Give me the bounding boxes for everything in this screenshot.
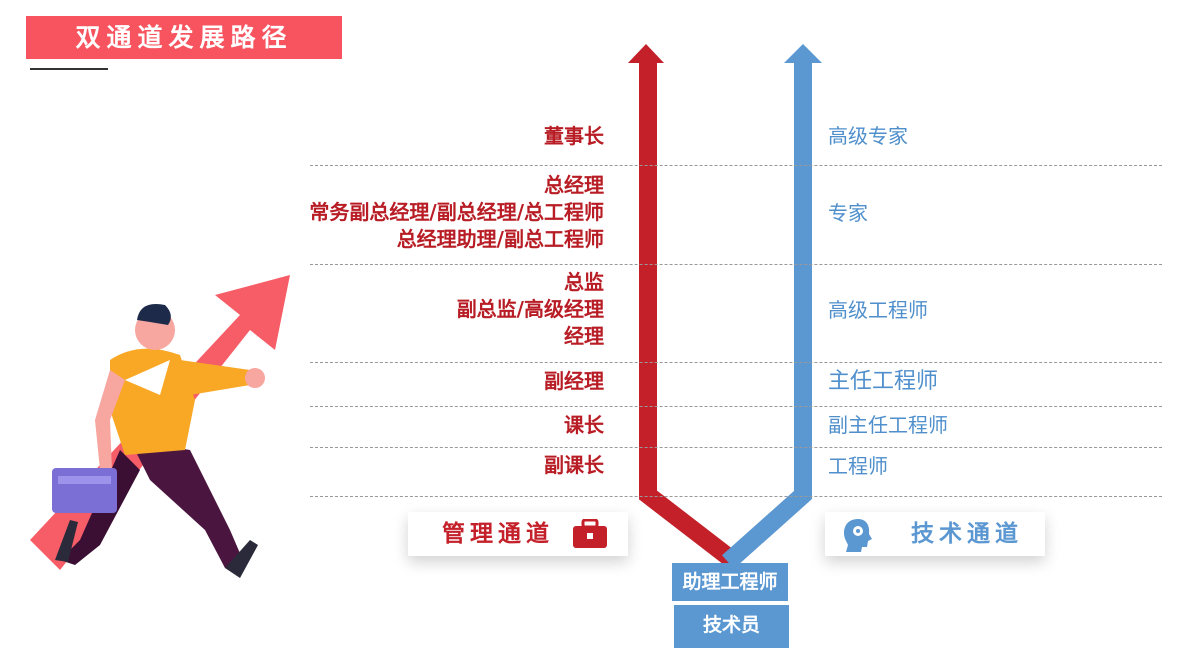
- mgmt-level: 副总监/高级经理: [456, 297, 604, 321]
- mgmt-level: 副课长: [544, 453, 604, 477]
- management-channel-label: 管理通道: [408, 512, 628, 556]
- arrow-up-icon: [784, 44, 822, 63]
- mgmt-level: 董事长: [544, 124, 604, 148]
- level-divider: [310, 362, 1162, 363]
- tech-level: 专家: [828, 201, 868, 225]
- tech-level: 工程师: [828, 454, 888, 478]
- base-level-technician: 技术员: [674, 605, 789, 648]
- mgmt-level: 常务副总经理/副总经理/总工程师: [309, 200, 604, 224]
- base-level-assistant-engineer: 助理工程师: [672, 563, 788, 601]
- mgmt-level: 课长: [564, 413, 604, 437]
- tech-level: 高级工程师: [828, 298, 928, 322]
- level-divider: [310, 264, 1162, 265]
- management-path: [639, 60, 741, 570]
- mgmt-level: 总经理助理/副总工程师: [396, 227, 604, 251]
- tech-level: 高级专家: [828, 124, 908, 148]
- tech-level: 主任工程师: [828, 369, 939, 394]
- mgmt-level: 总经理: [544, 173, 604, 197]
- running-person-icon: [52, 304, 265, 578]
- page-title: 双通道发展路径: [26, 16, 342, 59]
- technical-path: [722, 60, 812, 569]
- arrow-up-icon: [628, 44, 664, 63]
- level-divider: [310, 165, 1162, 166]
- level-divider: [310, 496, 1162, 497]
- level-divider: [310, 447, 1162, 448]
- channel-label: 技术通道: [911, 521, 1023, 547]
- briefcase-icon: [573, 519, 607, 548]
- tech-level: 副主任工程师: [828, 413, 948, 437]
- mgmt-level: 总监: [564, 270, 604, 294]
- technical-channel-label: 技术通道: [825, 512, 1045, 556]
- mgmt-level: 经理: [564, 324, 604, 348]
- level-divider: [310, 406, 1162, 407]
- brain-gear-head-icon: [844, 519, 872, 552]
- divider: [30, 68, 108, 70]
- mgmt-level: 副经理: [544, 369, 604, 393]
- channel-label: 管理通道: [442, 521, 554, 547]
